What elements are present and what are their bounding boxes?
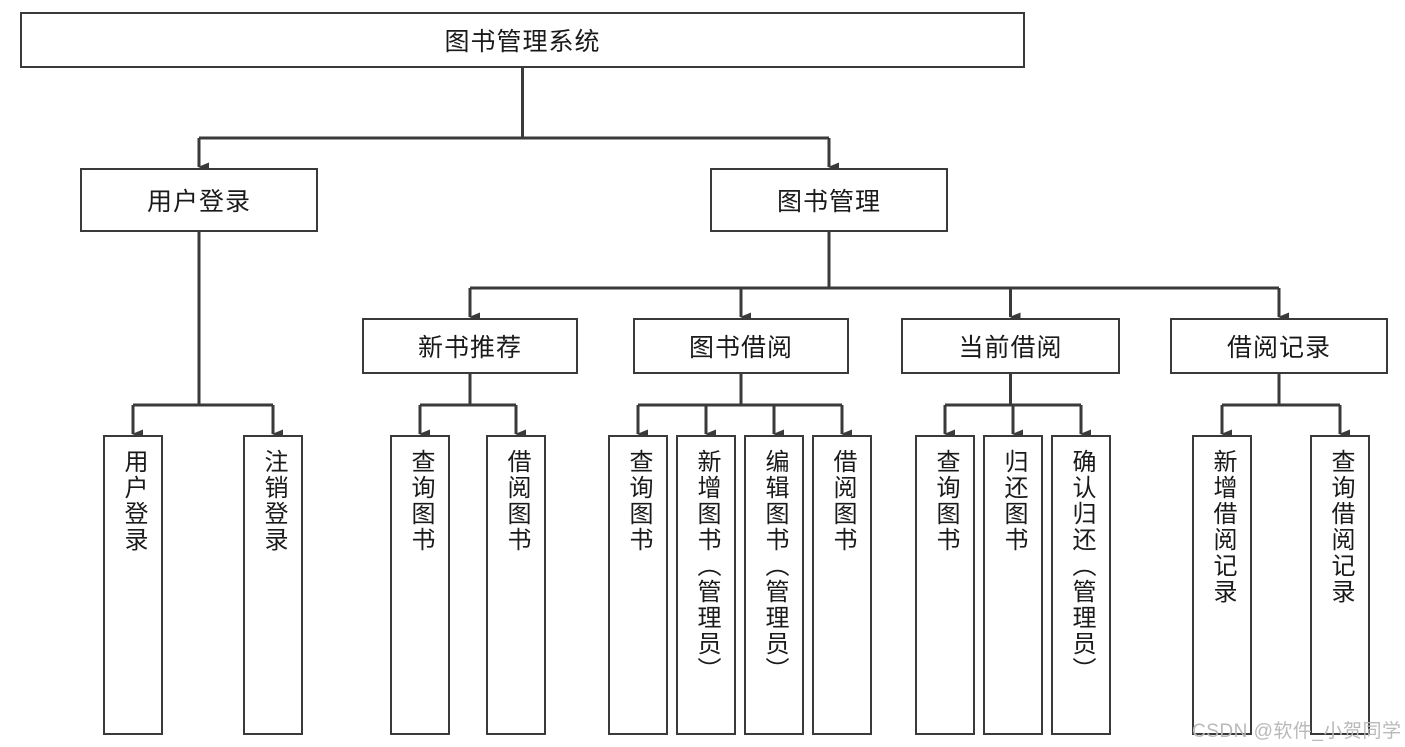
node-leaf-user-login[interactable]: 用户登录	[103, 435, 163, 735]
node-label: 用户登录	[146, 188, 251, 216]
node-borrow-record[interactable]: 借阅记录	[1170, 318, 1388, 374]
leaf-label: 查询图书	[624, 449, 652, 553]
leaf-label: 新增图书（管理员）	[692, 449, 720, 683]
leaf-label: 编辑图书（管理员）	[760, 449, 788, 683]
leaf-label: 借阅图书	[502, 449, 530, 553]
node-book-borrow[interactable]: 图书借阅	[633, 318, 849, 374]
node-leaf-add-book[interactable]: 新增图书（管理员）	[676, 435, 736, 735]
leaf-label: 查询借阅记录	[1326, 449, 1354, 605]
leaf-label: 新增借阅记录	[1208, 449, 1236, 605]
leaf-label: 查询图书	[931, 449, 959, 553]
node-book-manage[interactable]: 图书管理	[710, 168, 948, 232]
node-root-图书管理系统[interactable]: 图书管理系统	[20, 12, 1025, 68]
leaf-label: 确认归还（管理员）	[1067, 449, 1095, 683]
leaf-label: 归还图书	[999, 449, 1027, 553]
node-current-borrow[interactable]: 当前借阅	[901, 318, 1120, 374]
node-leaf-edit-book[interactable]: 编辑图书（管理员）	[744, 435, 804, 735]
node-label: 借阅记录	[1226, 334, 1331, 362]
csdn-watermark: CSDN @软件_小贺同学	[1192, 721, 1402, 742]
node-leaf-user-logout[interactable]: 注销登录	[243, 435, 303, 735]
node-label: 图书借阅	[688, 334, 793, 362]
node-leaf-add-record[interactable]: 新增借阅记录	[1192, 435, 1252, 735]
node-leaf-query-record[interactable]: 查询借阅记录	[1310, 435, 1370, 735]
node-leaf-query-book-3[interactable]: 查询图书	[915, 435, 975, 735]
node-label: 新书推荐	[417, 334, 522, 362]
node-label: 图书管理系统	[444, 28, 601, 56]
node-new-book-recommend[interactable]: 新书推荐	[362, 318, 578, 374]
node-leaf-borrow-book-2[interactable]: 借阅图书	[812, 435, 872, 735]
node-user-login[interactable]: 用户登录	[80, 168, 318, 232]
node-leaf-borrow-book-1[interactable]: 借阅图书	[486, 435, 546, 735]
leaf-label: 借阅图书	[828, 449, 856, 553]
leaf-label: 查询图书	[406, 449, 434, 553]
leaf-label: 注销登录	[259, 449, 287, 553]
leaf-label: 用户登录	[119, 449, 147, 553]
node-leaf-query-book-1[interactable]: 查询图书	[390, 435, 450, 735]
node-leaf-return-book[interactable]: 归还图书	[983, 435, 1043, 735]
node-label: 图书管理	[776, 188, 881, 216]
node-leaf-confirm-return[interactable]: 确认归还（管理员）	[1051, 435, 1111, 735]
node-leaf-query-book-2[interactable]: 查询图书	[608, 435, 668, 735]
node-label: 当前借阅	[958, 334, 1063, 362]
